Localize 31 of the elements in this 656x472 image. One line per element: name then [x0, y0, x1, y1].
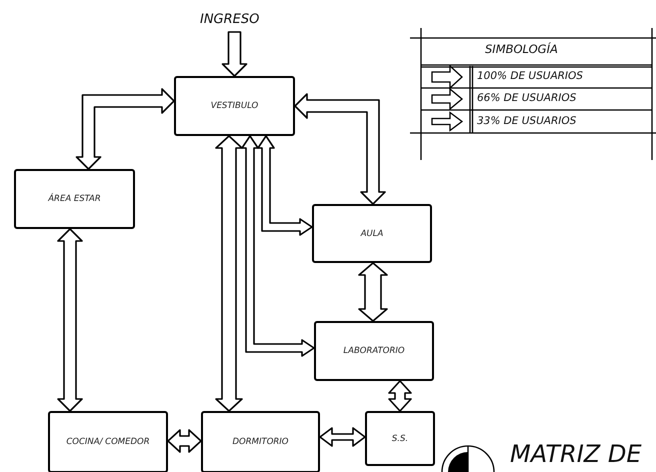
room-label: ÁREA ESTAR — [48, 194, 101, 204]
legend-label: 100% DE USUARIOS — [477, 70, 583, 82]
room-label: COCINA/ COMEDOR — [66, 437, 150, 447]
room-box — [365, 411, 435, 466]
double-arrow — [358, 262, 388, 322]
room-box — [312, 204, 432, 263]
double-arrow — [319, 427, 366, 447]
legend-label: 33% DE USUARIOS — [477, 114, 576, 126]
double-arrow — [388, 380, 412, 412]
room-label: VESTIBULO — [210, 101, 258, 111]
room-label: LABORATORIO — [343, 346, 405, 356]
table-header: SIMBOLOGÍA — [485, 42, 558, 56]
double-arrow — [57, 228, 83, 412]
double-arrow — [257, 135, 313, 236]
room-box — [14, 169, 135, 229]
drawing-title: MATRIZ DE — [510, 440, 642, 468]
room-box — [48, 411, 168, 472]
double-arrow — [294, 93, 386, 205]
room-label: DORMITORIO — [232, 437, 288, 447]
entrance-label: INGRESO — [200, 12, 260, 27]
double-arrow — [76, 88, 175, 170]
legend-label: 66% DE USUARIOS — [477, 92, 576, 104]
double-arrow — [241, 135, 315, 357]
double-arrow — [215, 135, 243, 412]
double-arrow — [222, 31, 248, 77]
room-label: AULA — [360, 228, 384, 238]
room-box — [201, 411, 320, 472]
room-label: S.S. — [392, 434, 408, 444]
double-arrow — [167, 429, 202, 453]
room-box — [174, 76, 295, 136]
room-box — [314, 321, 434, 381]
